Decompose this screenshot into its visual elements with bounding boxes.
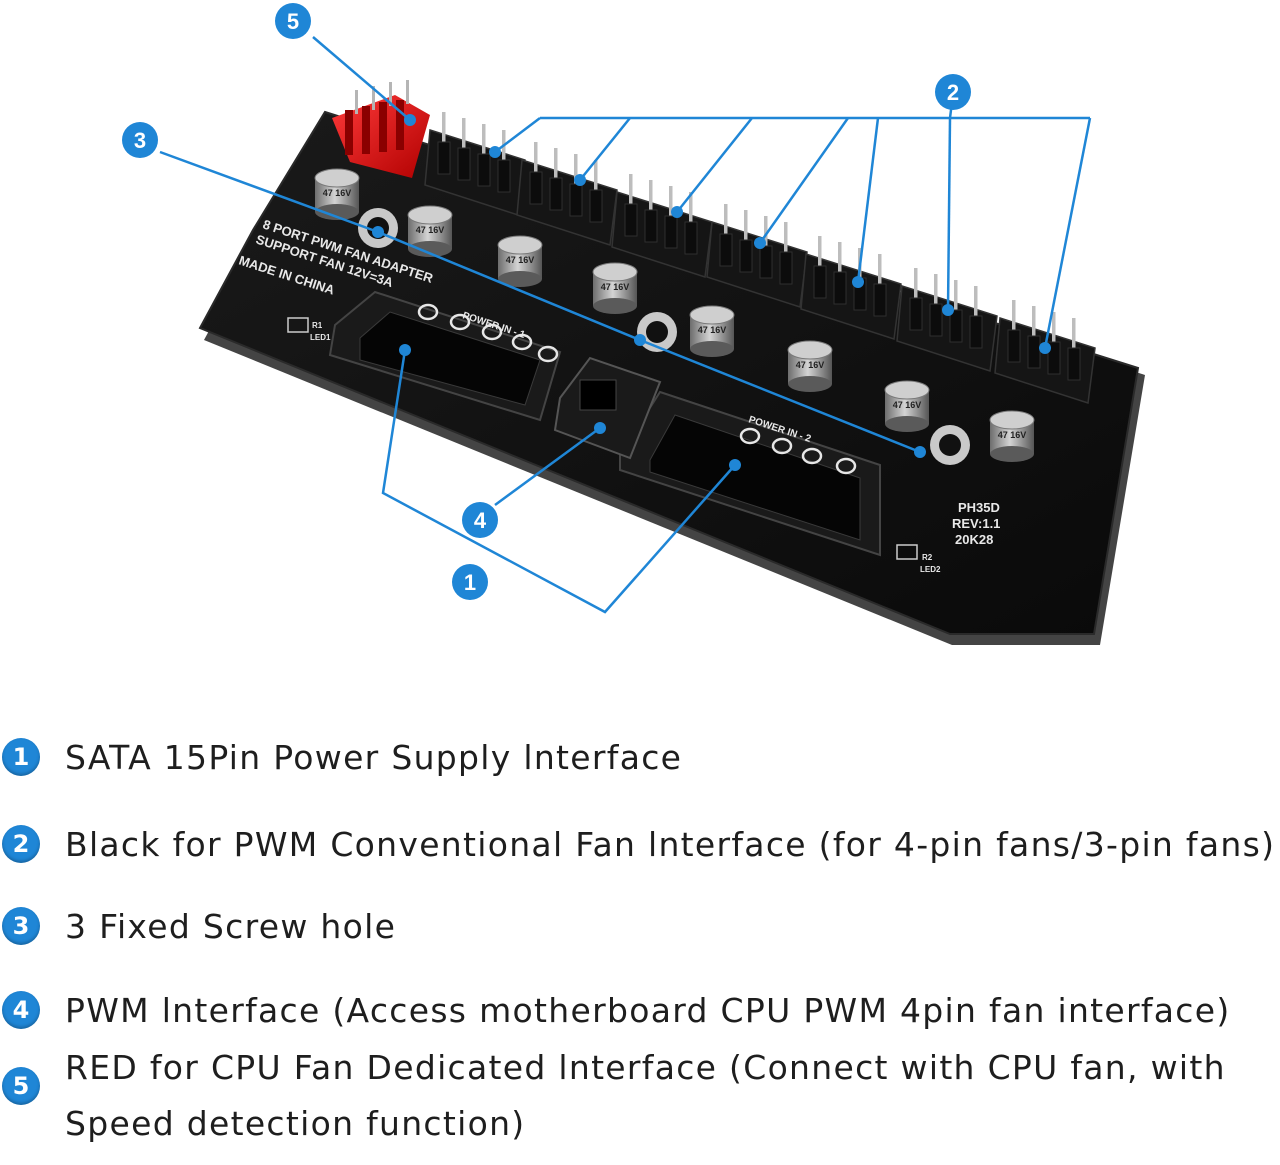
model-label: PH35D: [958, 500, 1000, 515]
capacitors: 47 16V 47 16V 47 16V 47 16V 47 16V 47 16V 47 1…: [314, 168, 1035, 462]
callout-badge-1: 1: [452, 564, 488, 600]
legend-text: 3 Fixed Screw hole: [65, 907, 397, 946]
led-marker-1: [287, 317, 309, 333]
solder-pad: [537, 345, 559, 363]
solder-pad: [771, 437, 793, 455]
svg-text:5: 5: [287, 9, 299, 34]
callout-badge-4: 4: [462, 502, 498, 538]
callout-lines: [159, 36, 1092, 614]
legend-text: SATA 15Pin Power Supply lnterface: [65, 738, 683, 777]
revision-label: REV:1.1: [952, 516, 1000, 531]
solder-pad: [739, 427, 761, 445]
capacitor-marking: 47 16V: [323, 188, 352, 198]
solder-pad: [417, 303, 439, 321]
black-fan-header: [994, 300, 1096, 404]
capacitor: 47 16V: [989, 410, 1035, 462]
callout-badge-3: 3: [122, 122, 158, 158]
capacitor-marking: 47 16V: [893, 400, 922, 410]
capacitor-marking: 47 16V: [506, 255, 535, 265]
black-fan-header: [800, 236, 902, 340]
number-badge-icon: 1: [2, 738, 40, 776]
led-marker-2: [896, 544, 918, 560]
capacitor: 47 16V: [407, 205, 453, 257]
capacitor: 47 16V: [689, 305, 735, 357]
led2-label: LED2: [920, 565, 941, 574]
black-fan-header: [424, 112, 526, 216]
pwm-input-connector: [553, 356, 662, 460]
r2-label: R2: [922, 553, 933, 562]
capacitor: 47 16V: [787, 340, 833, 392]
solder-pad: [801, 447, 823, 465]
solder-pad: [449, 313, 471, 331]
number-badge-icon: 5: [2, 1067, 40, 1105]
capacitor-marking: 47 16V: [796, 360, 825, 370]
capacitor: 47 16V: [884, 380, 930, 432]
black-fan-header: [516, 142, 618, 246]
svg-text:2: 2: [947, 80, 959, 105]
fan-adapter-diagram: 47 16V 47 16V 47 16V 47 16V 47 16V 47 16V 47 1…: [122, 3, 1145, 645]
capacitor-marking: 47 16V: [416, 225, 445, 235]
capacitor-marking: 47 16V: [998, 430, 1027, 440]
r1-label: R1: [312, 321, 323, 330]
callout-dots: [372, 114, 1051, 471]
sata-connector-2: [619, 390, 881, 557]
number-badge-icon: 3: [2, 907, 40, 945]
solder-pad: [511, 333, 533, 351]
svg-text:4: 4: [474, 508, 487, 533]
callout-badge-2: 2: [935, 74, 971, 110]
svg-text:1: 1: [464, 570, 476, 595]
solder-pad: [481, 323, 503, 341]
power-pads: [417, 303, 857, 475]
black-fan-header: [611, 174, 713, 278]
svg-text:3: 3: [134, 128, 146, 153]
sata-connector-1: [328, 290, 562, 422]
capacitor-marking: 47 16V: [601, 282, 630, 292]
callout-badge-5: 5: [275, 3, 311, 39]
batch-label: 20K28: [955, 532, 993, 547]
black-fan-header: [706, 204, 808, 308]
solder-pad: [835, 457, 857, 475]
capacitor-marking: 47 16V: [698, 325, 727, 335]
led1-label: LED1: [310, 333, 331, 342]
legend-text: Black for PWM Conventional Fan lnterface…: [65, 825, 1276, 864]
capacitor: 47 16V: [592, 262, 638, 314]
capacitor: 47 16V: [497, 235, 543, 287]
black-fan-headers: [424, 112, 1096, 404]
black-fan-header: [896, 268, 998, 372]
number-badge-icon: 4: [2, 991, 40, 1029]
legend-text: PWM lnterface (Access motherboard CPU PW…: [65, 991, 1231, 1030]
legend-text: RED for CPU Fan Dedicated lnterface (Con…: [65, 1048, 1226, 1143]
capacitor: 47 16V: [314, 168, 360, 220]
number-badge-icon: 2: [2, 825, 40, 863]
